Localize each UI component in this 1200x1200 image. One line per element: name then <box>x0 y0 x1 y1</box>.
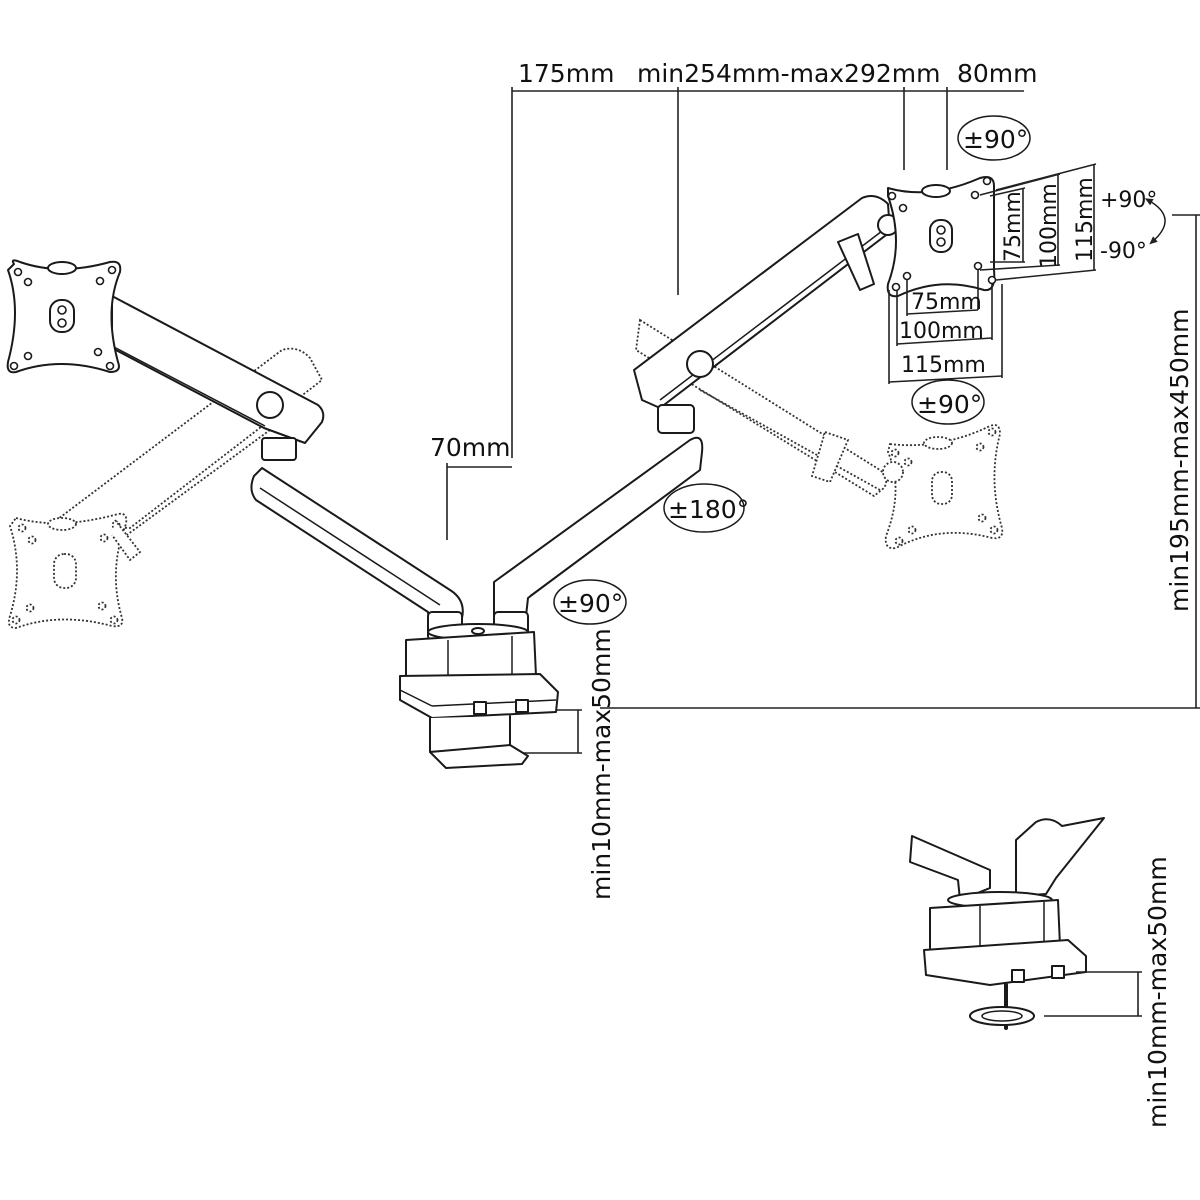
height-dimension-line <box>600 214 1200 709</box>
vesa-vertical-100: 100mm <box>1037 183 1062 268</box>
rotation-indicator-head-swivel-lower <box>911 379 985 425</box>
pole-offset-dimension-line <box>446 463 512 540</box>
grommet-thickness-dimension-line <box>1044 971 1142 1017</box>
clamp-thickness-dimension-line <box>520 709 582 754</box>
vesa-vertical-115: 115mm <box>1073 177 1098 262</box>
rotation-label-head-swivel-top: ±90° <box>963 125 1028 154</box>
vesa-vertical-75: 75mm <box>1001 191 1026 262</box>
dimension-label-grommet-thickness: min10mm-max50mm <box>1143 856 1172 1128</box>
vesa-vertical-dimension-lines <box>979 163 1097 281</box>
left-arm-upper-segment <box>111 295 325 461</box>
vesa-horizontal-115: 115mm <box>901 353 986 378</box>
rotation-label-tilt-minus: -90° <box>1100 239 1147 264</box>
dimension-label-height-range: min195mm-max450mm <box>1165 309 1194 612</box>
top-dimension-line <box>511 87 1024 458</box>
rotation-indicator-tilt <box>1144 198 1166 245</box>
grommet-mount-inset <box>909 817 1105 1030</box>
rotation-label-elbow: ±180° <box>668 495 749 524</box>
rotation-indicator-elbow <box>663 483 745 533</box>
dimension-label-tilt-offset: 80mm <box>957 59 1038 88</box>
dimension-label-arm-segment-2: min254mm-max292mm <box>637 59 940 88</box>
left-vesa-plate-upper <box>6 259 122 374</box>
right-arm-upper-segment <box>633 195 899 434</box>
rotation-label-tilt-plus: +90° <box>1100 188 1157 213</box>
dimension-label-arm-segment-1: 175mm <box>518 59 614 88</box>
rotation-indicator-head-swivel-top <box>957 115 1031 161</box>
dimension-label-clamp-thickness: min10mm-max50mm <box>587 628 616 900</box>
vesa-horizontal-100: 100mm <box>899 319 984 344</box>
left-arm-lower-segment <box>250 467 464 641</box>
right-vesa-plate-lower-ghost <box>882 424 1004 550</box>
vesa-horizontal-dimension-lines <box>888 270 1003 384</box>
right-vesa-plate-upper <box>886 176 997 298</box>
rotation-indicator-base <box>553 579 627 625</box>
left-vesa-plate-lower-ghost <box>7 512 142 629</box>
rotation-label-head-swivel-lower: ±90° <box>917 390 982 419</box>
vesa-horizontal-75: 75mm <box>911 290 982 315</box>
rotation-label-base: ±90° <box>558 589 623 618</box>
main-clamp-base <box>399 623 559 769</box>
dimension-label-pole-offset: 70mm <box>430 433 511 462</box>
